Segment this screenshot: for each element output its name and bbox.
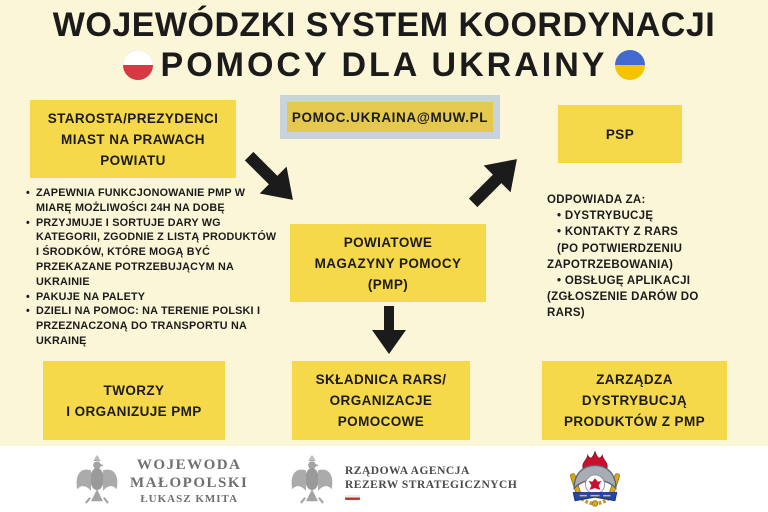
psp-task-list: ODPOWIADA ZA: • DYSTRYBUCJĘ • KONTAKTY Z… [547,192,752,322]
node-starosta-line: POWIATU [100,152,166,168]
starosta-task-list: ZAPEWNIA FUNKCJONOWANIE PMP W MIARĘ MOŻL… [25,186,279,349]
node-pmp: POWIATOWE MAGAZYNY POMOCY (PMP) [290,224,486,302]
psp-task-heading: ODPOWIADA ZA: [547,194,646,206]
node-pmp-line: POWIATOWE [343,234,433,250]
psp-task-line: • KONTAKTY Z RARS [557,226,679,239]
polish-eagle-icon [288,452,336,511]
node-zarzadza-line: PRODUKTÓW Z PMP [564,414,705,429]
logo-wojewoda-text: WOJEWODA MAŁOPOLSKI ŁUKASZ KMITA [130,456,248,507]
psp-task-line: (ZGŁOSZENIE DARÓW DO [547,291,699,304]
task-list-item: PAKUJE NA PALETY [25,290,279,305]
node-psp-label: PSP [605,126,635,142]
ukraine-flag-icon [615,50,646,80]
node-psp: PSP [558,105,682,163]
task-list-item: DZIELI NA POMOC: NA TERENIE POLSKI I PRZ… [25,304,279,348]
node-skladnica-line: ORGANIZACJE [329,393,433,408]
logo-wojewoda-line: MAŁOPOLSKI [130,475,249,491]
logo-wojewoda-line: WOJEWODA [136,457,242,473]
node-skladnica: SKŁADNICA RARS/ ORGANIZACJE POMOCOWE [292,361,470,440]
logo-rars-line: RZĄDOWA AGENCJA [345,464,470,477]
logo-rars: RZĄDOWA AGENCJA REZERW STRATEGICZNYCH [288,452,517,511]
poland-mini-flag-icon [345,494,360,500]
logo-wojewoda-line: ŁUKASZ KMITA [140,493,239,505]
node-tworzy-line: TWORZY [103,382,165,398]
node-zarzadza: ZARZĄDZA DYSTRYBUCJĄ PRODUKTÓW Z PMP [542,361,727,440]
psp-task-line: RARS) [547,307,585,320]
page-title-line2-text: POMOCY DLA UKRAINY [160,45,608,84]
node-pmp-line: MAGAZYNY POMOCY [314,255,462,271]
polish-eagle-icon [73,452,121,511]
node-tworzy-line: I ORGANIZUJE PMP [66,403,202,419]
task-list-item: PRZYJMUJE I SORTUJE DARY WG KATEGORII, Z… [25,216,279,290]
node-tworzy: TWORZY I ORGANIZUJE PMP [43,361,225,440]
arrow-starosta-to-pmp-icon [236,143,307,214]
email-address[interactable]: POMOC.UKRAINA@MUW.PL [287,102,493,132]
node-pmp-line: (PMP) [367,276,409,292]
arrow-pmp-to-skladnica-icon [372,306,406,354]
node-zarzadza-line: DYSTRYBUCJĄ [581,393,688,408]
node-starosta-line: MIAST NA PRAWACH [61,131,205,147]
arrow-pmp-to-psp-icon [460,146,531,217]
poland-flag-icon [122,50,153,80]
node-skladnica-line: SKŁADNICA RARS/ [315,372,447,387]
logo-rars-text: RZĄDOWA AGENCJA REZERW STRATEGICZNYCH [345,464,517,500]
psp-task-line: • OBSŁUGĘ APLIKACJI [557,275,691,288]
node-zarzadza-line: ZARZĄDZA [596,372,673,387]
logo-rars-line: REZERW STRATEGICZNYCH [345,478,518,491]
page-title-line1: WOJEWÓDZKI SYSTEM KOORDYNACJI [52,6,716,44]
logo-wojewoda-malopolski: WOJEWODA MAŁOPOLSKI ŁUKASZ KMITA [73,452,248,511]
task-list-item: ZAPEWNIA FUNKCJONOWANIE PMP W MIARĘ MOŻL… [25,186,279,216]
psp-task-line: (PO POTWIERDZENIU [557,242,683,255]
email-box: POMOC.UKRAINA@MUW.PL [280,95,500,139]
psp-task-line: • DYSTRYBUCJĘ [557,210,654,223]
node-skladnica-line: POMOCOWE [337,414,425,429]
footer-logos-bar: WOJEWODA MAŁOPOLSKI ŁUKASZ KMITA [0,446,768,512]
page-title-line2: POMOCY DLA UKRAINY [0,46,768,84]
node-starosta-line: STAROSTA/PREZYDENCI [47,110,219,126]
psp-fire-service-emblem-icon [566,449,624,512]
logo-psp-emblem [566,449,624,512]
node-starosta: STAROSTA/PREZYDENCI MIAST NA PRAWACH POW… [30,100,236,178]
psp-task-line: ZAPOTRZEBOWANIA) [547,258,674,271]
